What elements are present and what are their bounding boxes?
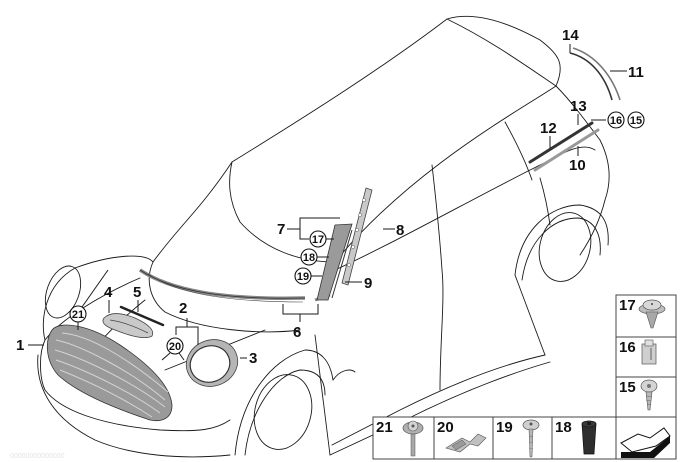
ref-17: 17 [312,234,324,246]
orientation-arrow-icon [620,427,671,458]
callout-10: 10 [569,157,586,174]
parts-table: 17 16 15 21 20 19 18 [372,294,677,460]
roof-rear-line [446,18,557,87]
ref-15: 15 [630,115,642,127]
rubber-grommet-icon [581,420,597,455]
callout-7: 7 [277,221,285,238]
ref-20: 20 [169,341,181,353]
part-window-trim-strip [533,128,600,172]
part-a-pillar-cover [316,223,353,301]
callout-1: 1 [16,337,24,354]
table-label-17: 17 [619,297,636,314]
ref-16: 16 [610,115,622,127]
front-wheel-arch [234,349,334,456]
car-body [37,15,610,458]
watermark: 00000000000000 [10,453,65,460]
part-a-pillar-seal [331,229,353,299]
callout-8: 8 [396,222,404,239]
rear-wheel-arch-inner [521,217,601,281]
part-window-frame-strip [528,121,594,164]
ref-circle-20 [166,337,184,355]
rear-sill-join [514,274,546,356]
callout-4: 4 [104,284,113,301]
spring-clip-icon [445,433,487,453]
table-cell-19 [492,416,553,460]
left-headlight [44,265,82,319]
callouts: 1 2 3 4 5 6 7 8 9 10 11 12 [16,27,644,367]
ref-18: 18 [303,252,315,264]
part-roof-edge-strip [569,52,613,101]
front-wheel-arch-inner [244,369,326,456]
callout-14: 14 [562,27,579,44]
callout-5: 5 [133,284,141,301]
rear-wheel-arch [514,204,609,276]
table-cell-21 [372,416,435,460]
push-rivet-icon [638,299,666,329]
table-label-21: 21 [376,419,393,436]
part-roof-spoiler-trim [572,47,621,101]
a-pillar-base [314,334,331,456]
part-cowl-strip [139,268,306,300]
torx-screw-icon [640,379,658,411]
ref-circle-16 [607,111,625,129]
callout-3: 3 [249,350,257,367]
part-headlight-ring [185,339,239,387]
c-pillar-seam [539,177,551,226]
ref-circle-15 [627,111,645,129]
table-label-16: 16 [619,339,636,356]
sill-line [331,354,546,446]
table-label-20: 20 [437,419,454,436]
callout-6: 6 [293,324,301,341]
ref-19: 19 [297,271,309,283]
callout-13: 13 [570,98,587,115]
callout-11: 11 [628,64,644,81]
rear-window-seam [504,121,533,181]
table-label-15: 15 [619,379,636,396]
front-fender-seam [332,369,356,381]
callout-12: 12 [540,120,557,137]
part-scoop-strip [119,305,165,327]
part-radiator-grille [46,324,173,422]
fastener-refs: 21 20 17 18 19 16 15 [69,111,645,361]
windscreen-edge [148,161,301,333]
front-wheel [253,374,313,450]
front-bumper [37,354,231,458]
callout-2: 2 [179,300,187,317]
part-air-scoop [102,313,154,338]
rear-wheel [538,212,592,282]
ref-21: 21 [72,309,84,321]
clip-nut-icon [641,339,657,365]
sill-line-lower [329,361,551,456]
flange-screw-icon [402,420,424,457]
washer-screw-icon [522,419,540,458]
table-label-19: 19 [496,419,513,436]
door-seam [431,164,444,391]
part-a-pillar-bracket [341,187,373,286]
table-label-18: 18 [555,419,572,436]
belt-line [334,146,596,271]
callout-9: 9 [364,275,372,292]
